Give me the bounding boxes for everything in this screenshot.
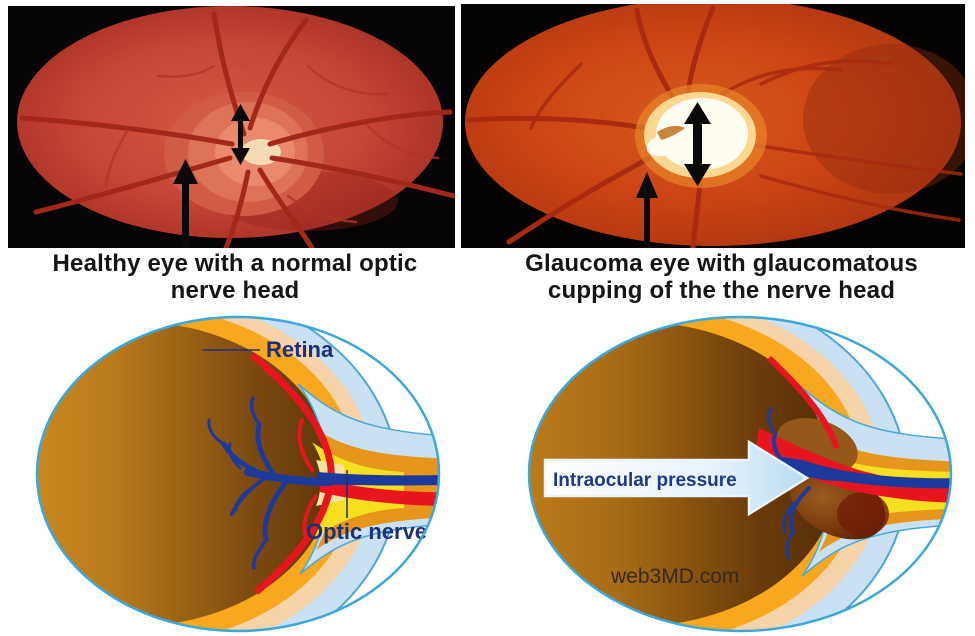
pressure-arrow: Intraocular pressure bbox=[543, 439, 810, 517]
optic-nerve-label: Optic nerve bbox=[306, 519, 427, 544]
cup-size-double-arrow bbox=[684, 102, 711, 186]
eye-anatomy bbox=[37, 317, 439, 631]
retinal-vessel-branches bbox=[104, 64, 440, 224]
diagram-outline bbox=[35, 315, 441, 633]
central-retinal-vein bbox=[777, 456, 951, 489]
glaucoma-eye-cross-section: Intraocular pressure web3MD.com bbox=[527, 315, 953, 633]
glaucoma-fundus-illustration bbox=[461, 4, 965, 248]
glaucoma-caption-line1: Glaucoma eye with glaucomatous bbox=[525, 250, 918, 277]
nerve-head-arrow bbox=[636, 172, 658, 248]
pressure-arrow-shape bbox=[543, 439, 810, 517]
watermark-text: web3MD.com bbox=[610, 565, 739, 588]
eye-anatomy: Intraocular pressure web3MD.com bbox=[529, 317, 951, 631]
glaucoma-caption-line2: cupping of the the nerve head bbox=[547, 277, 896, 304]
cup-size-double-arrow bbox=[231, 104, 250, 165]
central-retinal-vein bbox=[318, 472, 439, 486]
vitreous-interior bbox=[37, 322, 333, 626]
retina-label-group: Retina bbox=[203, 337, 334, 362]
healthy-fundus-illustration bbox=[8, 6, 455, 248]
retina-red-lining bbox=[766, 355, 840, 450]
diagram-outline bbox=[527, 315, 953, 633]
glaucoma-caption: Glaucoma eye with glaucomatous cupping o… bbox=[468, 250, 975, 304]
healthy-caption: Healthy eye with a normal optic nerve he… bbox=[0, 250, 470, 304]
healthy-eye-cross-section: Retina Optic nerve bbox=[35, 315, 441, 633]
retina-red-lining bbox=[249, 352, 335, 595]
nerve-head-arrow bbox=[173, 159, 198, 248]
cupped-tissue-rim bbox=[837, 492, 889, 536]
glaucoma-eye-diagram: Intraocular pressure web3MD.com bbox=[487, 310, 975, 636]
retina-label: Retina bbox=[266, 337, 334, 362]
intraocular-pressure-label: Intraocular pressure bbox=[553, 470, 737, 491]
glaucoma-fundus-photo bbox=[461, 4, 965, 248]
intraocular-red-vessels bbox=[297, 418, 318, 540]
retina-shading bbox=[803, 44, 965, 194]
intraocular-vessels bbox=[207, 396, 334, 570]
central-retinal-artery bbox=[320, 478, 439, 507]
healthy-fundus-photo bbox=[8, 6, 455, 248]
optic-nerve-label-group: Optic nerve bbox=[306, 470, 427, 544]
healthy-caption-line2: nerve head bbox=[170, 277, 300, 304]
healthy-eye-diagram: Retina Optic nerve bbox=[0, 310, 487, 636]
healthy-caption-line1: Healthy eye with a normal optic bbox=[52, 250, 418, 277]
